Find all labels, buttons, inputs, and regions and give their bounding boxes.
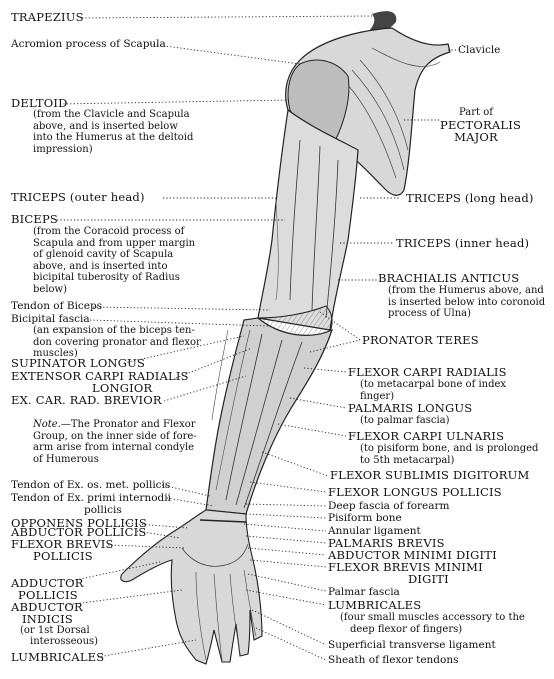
label-flexor-carpi-radialis: FLEXOR CARPI RADIALIS [348,365,507,379]
label-bicipital-fascia: Bicipital fascia [11,313,90,325]
label-flexor-sublimis: FLEXOR SUBLIMIS DIGITORUM [330,468,530,482]
desc-line: (from the Humerus above, and [388,285,544,296]
desc-line: of glenoid cavity of Scapula [33,249,174,260]
label-acromion: Acromion process of Scapula [11,38,166,50]
note-line: Group, on the inner side of fore- [33,430,197,442]
label-tendon-ex-primi: Tendon of Ex. primi internodii [11,492,171,504]
desc-line: process of Ulna) [388,308,471,319]
label-adductor-pollicis: ADDUCTOR [11,576,84,590]
note-text: —The Pronator and Flexor [60,419,196,430]
label-ecrl: EXTENSOR CARPI RADIALIS [11,369,189,383]
label-lumbricales-right: LUMBRICALES [328,598,422,612]
label-abductor-indicis-line2: INDICIS [22,612,73,626]
desc-line: (from the Coracoid process of [33,226,185,237]
desc-line: impression) [33,143,93,155]
note-block: Note.—The Pronator and Flexor Group, on … [33,419,197,465]
label-tendon-biceps: Tendon of Biceps [11,300,103,312]
label-adductor-pollicis-line2: POLLICIS [18,588,78,602]
desc-biceps: (from the Coracoid process of Scapula an… [33,226,195,295]
label-ecrl-line2: LONGIOR [92,381,153,395]
label-supinator-longus: SUPINATOR LONGUS [11,356,146,370]
desc-line: above, and is inserted into [33,260,168,272]
desc-line: to 5th metacarpal) [360,454,455,466]
label-abductor-indicis: ABDUCTOR [11,600,83,614]
label-pectoralis-line1: Part of [459,107,493,118]
label-palmar-fascia: Palmar fascia [328,586,400,598]
label-pectoralis-line3: MAJOR [454,129,498,144]
label-deltoid: DELTOID [11,96,68,110]
desc-line: bicipital tuberosity of Radius [33,272,180,283]
desc-line: don covering pronator and flexor [33,336,201,348]
leader-lines-right [243,49,456,661]
label-trapezius: TRAPEZIUS [11,10,84,24]
desc-line: (from the Clavicle and Scapula [33,109,190,120]
label-pisiform: Pisiform bone [328,512,402,524]
label-flexor-brevis-pollicis-line2: POLLICIS [33,549,93,563]
hand [120,509,263,665]
desc-line: (to metacarpal bone of index [360,379,507,390]
desc-line: (an expansion of the biceps ten- [33,325,195,336]
label-brachialis-anticus: BRACHIALIS ANTICUS [378,271,520,285]
note-line: of Humerous [33,453,99,465]
desc-fcu: (to pisiform bone, and is prolonged to 5… [360,443,538,466]
desc-line: into the Humerus at the deltoid [33,132,194,143]
shoulder-muscles [285,11,451,196]
label-clavicle: Clavicle [458,44,501,56]
leader-lines-left [57,15,373,658]
desc-line: deep flexor of fingers) [350,623,463,635]
desc-palmaris-longus: (to palmar fascia) [360,415,450,426]
desc-line: Scapula and from upper margin [33,237,196,249]
label-palmaris-longus: PALMARIS LONGUS [348,401,473,415]
desc-line: (to pisiform bone, and is prolonged [360,443,539,454]
desc-line: muscles) [33,348,78,359]
desc-line: below) [33,283,67,295]
desc-line: finger) [360,390,395,402]
desc-line: (four small muscles accessory to the [340,612,525,623]
upper-arm [257,108,359,331]
forearm [205,317,334,515]
label-triceps-inner: TRICEPS (inner head) [396,236,530,250]
label-flexor-carpi-ulnaris: FLEXOR CARPI ULNARIS [348,429,505,443]
label-superficial-transverse: Superficial transverse ligament [328,639,496,651]
label-deep-fascia: Deep fascia of forearm [328,500,450,512]
label-annular-ligament: Annular ligament [328,525,421,537]
note-line: arm arise from internal condyle [33,442,195,453]
label-tendon-ex-primi-line2: pollicis [84,504,122,516]
note-label: Note. [33,419,61,430]
label-flexor-brevis-minimi-line2: DIGITI [408,572,449,586]
desc-deltoid: (from the Clavicle and Scapula above, an… [33,109,193,155]
label-lumbricales-left: LUMBRICALES [11,650,105,664]
label-palmaris-brevis: PALMARIS BREVIS [328,536,445,550]
label-ecrb: EX. CAR. RAD. BREVIOR [11,393,162,407]
label-opponens-pollicis: OPPONENS POLLICIS [11,516,147,530]
desc-line: above, and is inserted below [33,120,178,132]
desc-brachialis: (from the Humerus above, and is inserted… [388,285,545,320]
desc-line: is inserted below into coronoid [388,296,546,308]
desc-bicipital-fascia: (an expansion of the biceps ten- don cov… [33,325,201,360]
note-line: Note.—The Pronator and Flexor [33,419,197,431]
label-abductor-indicis-line4: interosseous) [30,636,99,647]
label-flexor-brevis-pollicis: FLEXOR BREVIS [11,537,114,551]
label-tendon-ex-os-met: Tendon of Ex. os. met. pollicis [11,479,171,491]
label-triceps-long: TRICEPS (long head) [406,191,534,205]
label-abductor-minimi: ABDUCTOR MINIMI DIGITI [328,548,497,562]
label-pronator-teres: PRONATOR TERES [362,333,479,347]
label-pectoralis: Part of PECTORALIS MAJOR [440,107,522,144]
label-pectoralis-line2: PECTORALIS [440,117,522,132]
label-biceps: BICEPS [11,212,59,226]
desc-fcr: (to metacarpal bone of index finger) [360,379,506,402]
label-flexor-brevis-minimi: FLEXOR BREVIS MINIMI [328,560,483,574]
label-triceps-outer: TRICEPS (outer head) [11,190,145,204]
desc-lumbricales: (four small muscles accessory to the dee… [340,612,525,635]
label-sheath-flexor-tendons: Sheath of flexor tendons [328,654,459,666]
label-abductor-pollicis: ABDUCTOR POLLICIS [11,525,147,539]
label-flexor-longus-pollicis: FLEXOR LONGUS POLLICIS [328,485,502,499]
label-abductor-indicis-line3: (or 1st Dorsal [20,625,90,636]
